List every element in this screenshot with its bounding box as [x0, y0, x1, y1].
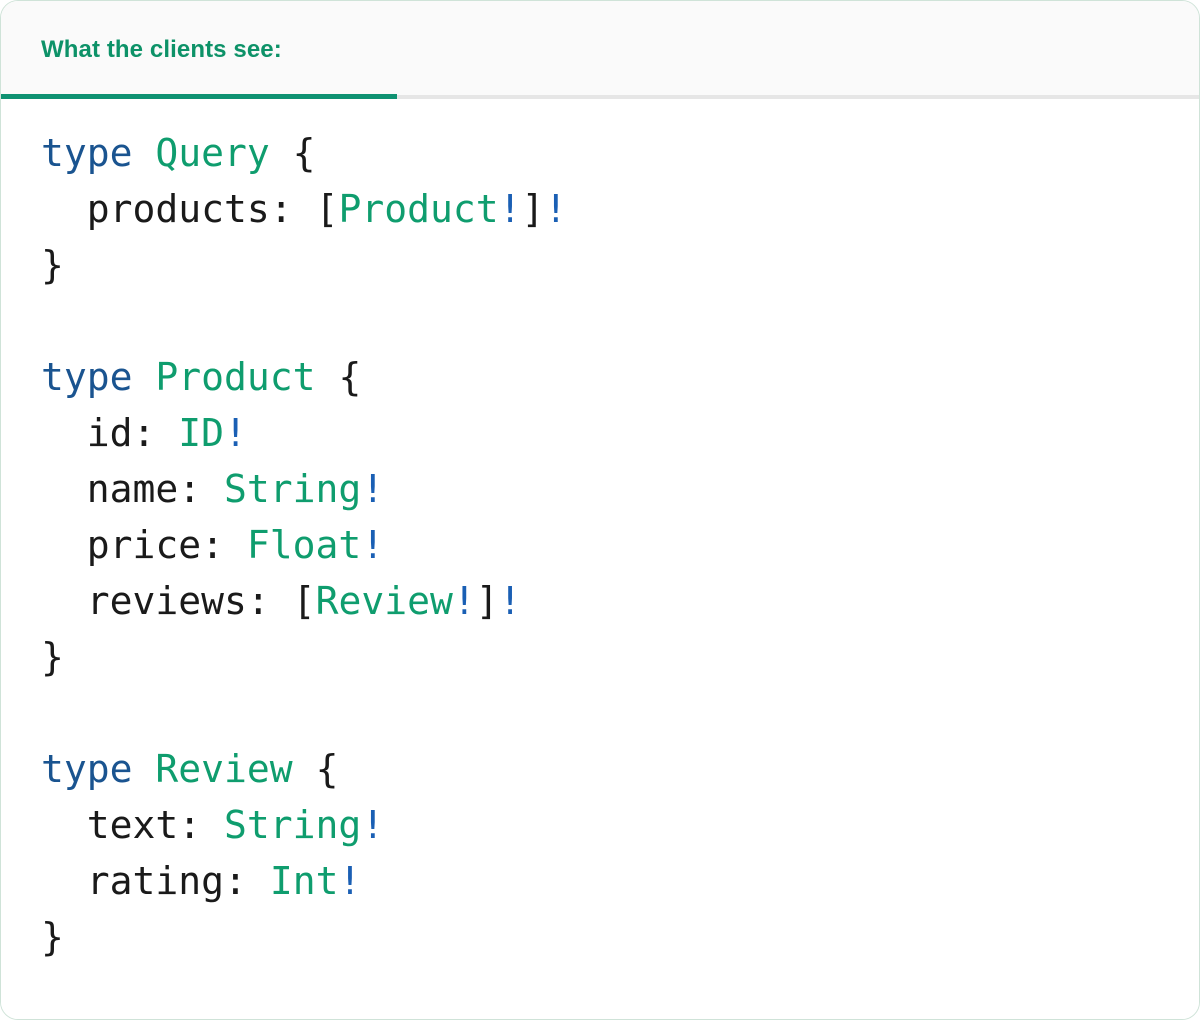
graphql-schema-code[interactable]: type Query { products: [Product!]! } typ…: [41, 125, 1159, 965]
code-line: id: ID!: [41, 411, 247, 455]
code-token-name: String: [224, 467, 362, 511]
code-token-bang: !: [338, 859, 362, 903]
code-line: type Query {: [41, 131, 316, 175]
code-token-pun: ]: [475, 579, 499, 623]
code-token-bang: !: [224, 411, 247, 455]
code-line: text: String!: [41, 803, 384, 847]
code-token-kw: type: [41, 747, 133, 791]
code-token-pun: {: [315, 355, 362, 399]
code-token-name: ID: [178, 411, 225, 455]
code-token-name: String: [224, 803, 362, 847]
code-token-pun: :: [178, 803, 225, 847]
code-token-name: Int: [269, 859, 339, 903]
code-token-name: Product: [155, 355, 316, 399]
code-line: }: [41, 243, 64, 287]
code-token-pun: [41, 467, 87, 511]
code-line: name: String!: [41, 467, 384, 511]
code-token-fld: text: [86, 803, 179, 847]
code-token-pun: :: [201, 523, 247, 567]
code-token-fld: reviews: [86, 579, 247, 623]
tab-label: What the clients see:: [41, 36, 282, 63]
code-token-pun: {: [292, 747, 339, 791]
code-token-pun: {: [269, 131, 316, 175]
code-token-pun: : [: [246, 579, 316, 623]
code-token-bang: !: [452, 579, 476, 623]
code-line: rating: Int!: [41, 859, 362, 903]
code-token-pun: [41, 579, 87, 623]
code-token-pun: [133, 355, 156, 399]
code-line: reviews: [Review!]!: [41, 579, 522, 623]
code-line: type Product {: [41, 355, 361, 399]
code-token-bang: !: [544, 187, 568, 231]
code-token-bang: !: [498, 187, 522, 231]
code-line: type Review {: [41, 747, 338, 791]
code-token-fld: name: [86, 467, 179, 511]
code-token-pun: [41, 523, 87, 567]
code-token-fld: products: [86, 187, 270, 231]
code-token-pun: ]: [521, 187, 545, 231]
code-line: }: [41, 915, 64, 959]
code-area: type Query { products: [Product!]! } typ…: [1, 99, 1199, 1019]
code-token-pun: [41, 859, 87, 903]
code-line: price: Float!: [41, 523, 384, 567]
code-token-pun: :: [224, 859, 270, 903]
code-token-name: Product: [338, 187, 499, 231]
code-token-fld: price: [86, 523, 202, 567]
code-token-fld: rating: [86, 859, 225, 903]
code-token-bang: !: [498, 579, 522, 623]
code-token-name: Query: [155, 131, 270, 175]
code-token-kw: type: [41, 131, 133, 175]
code-token-bang: !: [361, 467, 385, 511]
code-token-pun: }: [41, 243, 64, 287]
code-token-fld: id: [86, 411, 133, 455]
code-token-bang: !: [361, 803, 385, 847]
tab-what-the-clients-see[interactable]: What the clients see:: [1, 1, 397, 99]
code-token-pun: [133, 747, 156, 791]
code-token-bang: !: [361, 523, 385, 567]
code-token-pun: :: [178, 467, 225, 511]
code-token-pun: [41, 187, 87, 231]
tab-strip: What the clients see:: [1, 1, 1199, 99]
code-token-kw: type: [41, 355, 133, 399]
code-token-pun: }: [41, 635, 64, 679]
code-token-pun: [41, 411, 87, 455]
code-token-pun: : [: [269, 187, 339, 231]
code-token-pun: :: [132, 411, 179, 455]
code-line: }: [41, 635, 64, 679]
code-token-name: Float: [246, 523, 362, 567]
code-token-name: Review: [315, 579, 453, 623]
code-token-pun: [41, 803, 87, 847]
code-token-pun: [133, 131, 156, 175]
code-token-name: Review: [155, 747, 293, 791]
code-token-pun: }: [41, 915, 64, 959]
code-line: products: [Product!]!: [41, 187, 568, 231]
